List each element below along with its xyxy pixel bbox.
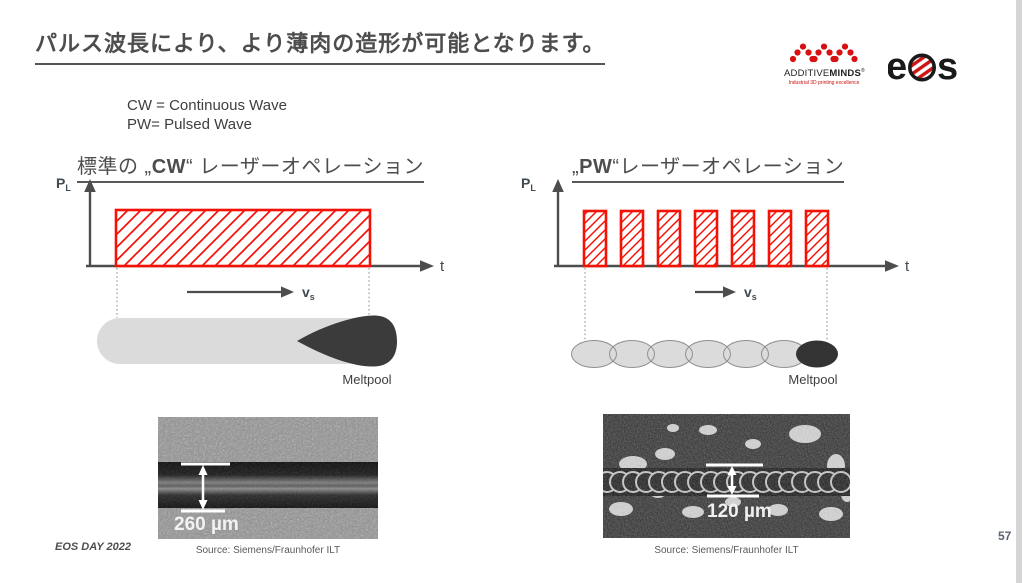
cw-measurement-label: 260 µm xyxy=(174,514,239,535)
pw-measurement-annotation: 120 µm xyxy=(706,463,772,522)
eos-letter-o-icon xyxy=(907,53,936,82)
wave-legend: CW = Continuous Wave PW= Pulsed Wave xyxy=(127,96,287,134)
cw-y-axis-label: PL xyxy=(56,175,71,193)
cw-source-caption: Source: Siemens/Fraunhofer ILT xyxy=(195,545,341,556)
cw-projection-lines xyxy=(116,268,370,318)
x-axis-arrowhead-icon xyxy=(885,260,899,272)
pw-x-axis-label: t xyxy=(905,258,910,275)
event-footer: EOS DAY 2022 xyxy=(55,541,132,553)
pw-speed-label: vs xyxy=(744,284,757,302)
eos-letter-s: s xyxy=(937,46,958,84)
additive-minds-dots-icon xyxy=(789,43,858,63)
x-axis-arrowhead-icon xyxy=(420,260,434,272)
cw-meltpool-label: Meltpool xyxy=(342,372,391,387)
cw-panel-heading: 標準の „CW“ レーザーオペレーション xyxy=(77,150,424,183)
slide-edge-strip xyxy=(1016,0,1022,583)
cw-micrograph: 260 µm xyxy=(158,417,378,539)
pw-meltpool-ellipses xyxy=(571,340,838,368)
pw-projection-lines xyxy=(584,268,828,340)
pw-micrograph: 120 µm xyxy=(603,414,850,538)
additive-minds-tagline: Industrial 3D printing excellence xyxy=(788,79,860,86)
cw-measurement-annotation: 260 µm xyxy=(174,462,239,535)
cw-x-axis-label: t xyxy=(440,258,445,275)
eos-letter-e: e xyxy=(888,46,907,84)
pw-meltpool-label: Meltpool xyxy=(788,372,837,387)
pw-measurement-label: 120 µm xyxy=(707,501,772,522)
cw-speed-label: vs xyxy=(302,284,315,302)
page-number: 57 xyxy=(998,529,1012,543)
cw-meltpool-teardrop xyxy=(297,315,397,367)
pw-source-caption: Source: Siemens/Fraunhofer ILT xyxy=(654,545,799,556)
eos-logo: e s xyxy=(888,46,958,84)
slide-title: パルス波長により、より薄肉の造形が可能となります。 xyxy=(35,26,606,65)
pw-scan-direction-arrow xyxy=(695,286,736,298)
pw-diagram: PL t vs Meltpool xyxy=(521,175,910,387)
pw-axes xyxy=(554,190,886,268)
pw-panel-heading: „PW“レーザーオペレーション xyxy=(572,150,845,183)
cw-scan-direction-arrow xyxy=(187,286,294,298)
cw-continuous-pulse xyxy=(114,208,372,268)
pw-y-axis-label: PL xyxy=(521,175,536,193)
legend-pw-line: PW= Pulsed Wave xyxy=(127,116,252,133)
y-axis-arrowhead-icon xyxy=(552,179,564,192)
legend-cw-line: CW = Continuous Wave xyxy=(127,97,287,114)
cw-diagram: PL t vs Meltpool xyxy=(56,175,445,387)
cw-meltpool-track xyxy=(97,318,393,364)
y-axis-arrowhead-icon xyxy=(84,179,96,192)
additive-minds-logo: ADDITIVEMINDS® Industrial 3D printing ex… xyxy=(784,42,865,86)
additive-minds-wordmark: ADDITIVEMINDS® xyxy=(784,68,865,80)
pw-pulse-train xyxy=(582,209,830,268)
pw-meltpool-dark-spot xyxy=(796,340,838,368)
